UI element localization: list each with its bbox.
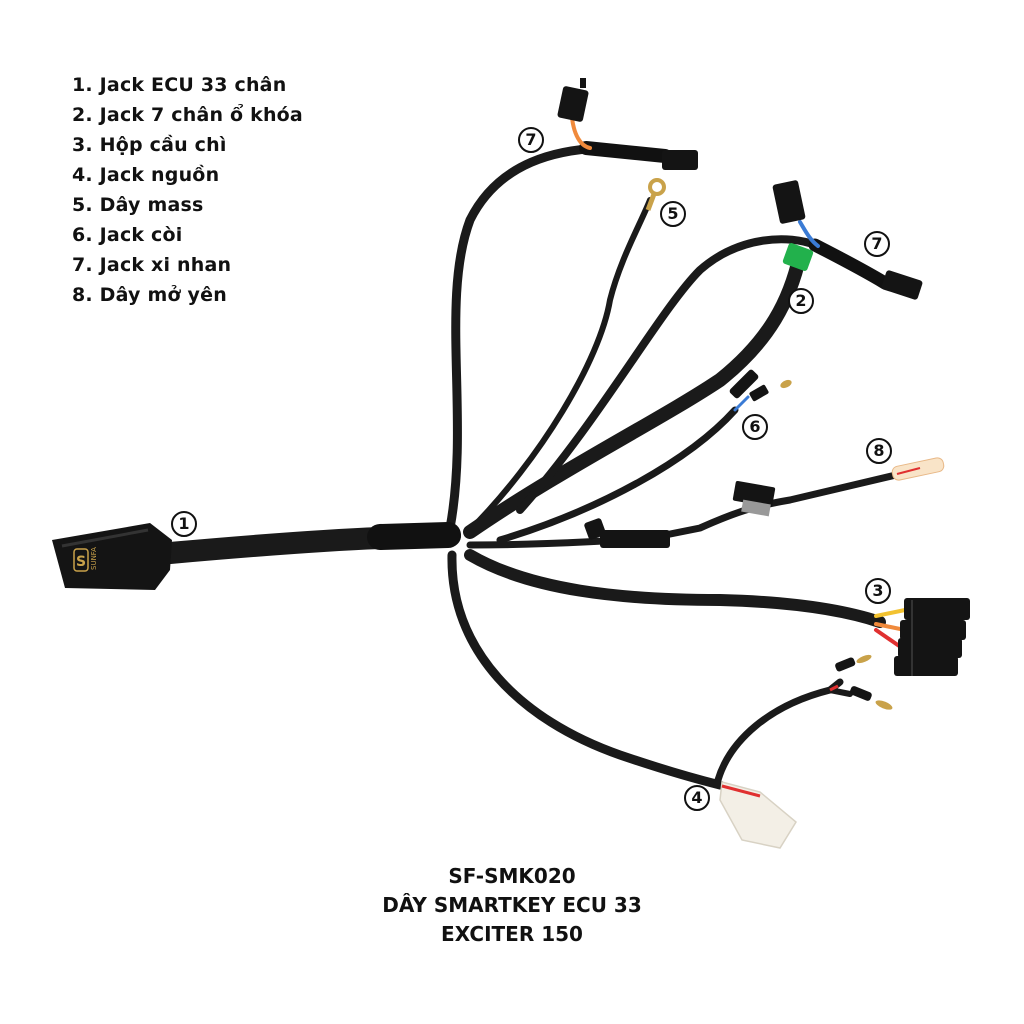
ecu-brand-logo: S: [76, 554, 86, 570]
marker-8: 8: [866, 438, 892, 464]
branch-ignition-loop: [516, 235, 819, 514]
fuse-box: [894, 598, 970, 676]
legend-item: 5. Dây mass: [72, 194, 204, 216]
ecu-33-pin-connector: S SUNFA: [52, 523, 172, 590]
marker-4: 4: [684, 785, 710, 811]
ground-ring-terminal: [645, 178, 666, 211]
legend-item: 6. Jack còi: [72, 224, 183, 246]
legend-item: 8. Dây mở yên: [72, 284, 227, 306]
product-code: SF-SMK020: [448, 864, 576, 888]
branch-ground: [467, 197, 653, 533]
component-legend: 1. Jack ECU 33 chân 2. Jack 7 chân ổ khó…: [72, 70, 303, 310]
horn-connector: [729, 369, 792, 402]
wire-orange: [570, 116, 592, 150]
branch-turn-signal-2: [808, 238, 892, 290]
seat-opener-terminal: [732, 457, 945, 517]
marker-6: 6: [742, 414, 768, 440]
branch-power-sub: [714, 678, 844, 784]
marker-2: 2: [788, 288, 814, 314]
branch-turn-signal-1: [445, 143, 605, 533]
product-caption: SF-SMK020 DÂY SMARTKEY ECU 33 EXCITER 15…: [0, 862, 1024, 949]
product-model: EXCITER 150: [441, 922, 583, 946]
marker-7b: 7: [864, 231, 890, 257]
green-tag: [782, 243, 814, 271]
inline-connector: [584, 518, 670, 548]
marker-1: 1: [171, 511, 197, 537]
legend-item: 1. Jack ECU 33 chân: [72, 74, 287, 96]
marker-5: 5: [660, 201, 686, 227]
wire-blue-horn: [733, 395, 750, 412]
turn-signal-connector-2: [772, 180, 923, 300]
turn-signal-1-sleeve: [579, 141, 672, 163]
branch-fuse: [464, 549, 886, 628]
branch-horn: [496, 406, 739, 544]
trunk-sleeve: [367, 522, 461, 550]
legend-item: 2. Jack 7 chân ổ khóa: [72, 104, 303, 126]
branch-power-sub2: [827, 687, 853, 697]
turn-signal-connector-1: [557, 78, 698, 170]
legend-item: 3. Hộp cầu chì: [72, 134, 227, 156]
ecu-brand-name: SUNFA: [90, 547, 98, 570]
branch-power: [447, 550, 725, 790]
wire-blue: [798, 220, 820, 248]
wire-yellow: [874, 608, 907, 618]
marker-3: 3: [865, 578, 891, 604]
power-connector: [719, 654, 893, 849]
marker-7a: 7: [518, 127, 544, 153]
legend-item: 4. Jack nguồn: [72, 164, 220, 186]
product-title: DÂY SMARTKEY ECU 33: [382, 893, 642, 917]
legend-item: 7. Jack xi nhan: [72, 254, 232, 276]
